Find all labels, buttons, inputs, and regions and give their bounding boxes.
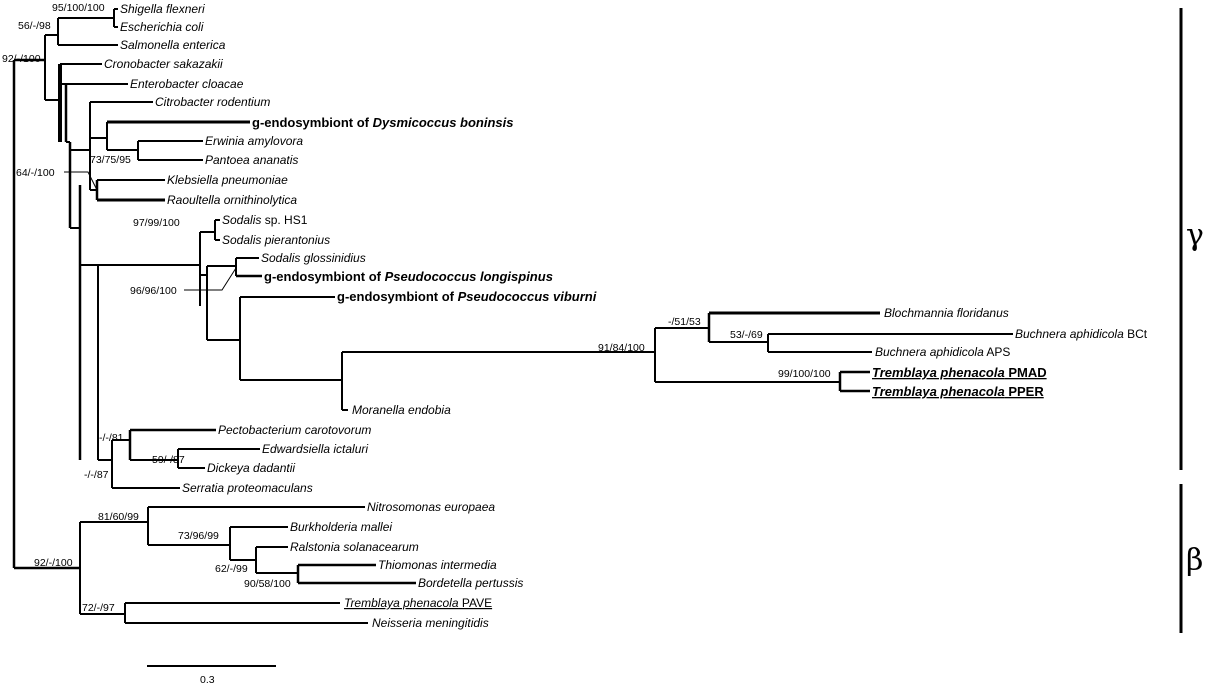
beta-label: β <box>1186 543 1203 578</box>
taxon-label: Shigella flexneri <box>120 2 205 16</box>
taxon-label: Buchnera aphidicola APS <box>875 345 1010 359</box>
taxon-label: g-endosymbiont of Pseudococcus viburni <box>337 289 597 304</box>
taxon-label: Salmonella enterica <box>120 38 226 52</box>
taxon-label: Dickeya dadantii <box>207 461 295 475</box>
taxon-label: Enterobacter cloacae <box>130 77 244 91</box>
support-value: -/-/87 <box>84 469 109 481</box>
taxon-label: g-endosymbiont of Pseudococcus longispin… <box>264 269 553 284</box>
support-value: 64/-/100 <box>16 167 55 179</box>
taxon-label: Nitrosomonas europaea <box>367 500 495 514</box>
scale-bar-label: 0.3 <box>200 674 215 686</box>
clade-brackets: γ β <box>1179 8 1204 633</box>
support-value: 56/-/98 <box>18 20 51 32</box>
support-value: 92/-/100 <box>2 53 41 65</box>
support-value: -/-/81 <box>99 432 124 444</box>
taxon-label: Erwinia amylovora <box>205 134 303 148</box>
taxon-label: Thiomonas intermedia <box>378 558 497 572</box>
taxon-label: Raoultella ornithinolytica <box>167 193 297 207</box>
tree-branches <box>12 8 1013 624</box>
support-value: 62/-/99 <box>215 563 248 575</box>
taxon-label: Klebsiella pneumoniae <box>167 173 288 187</box>
taxon-labels: Shigella flexneri Escherichia coli Salmo… <box>104 2 1148 630</box>
support-value: 81/60/99 <box>98 511 139 523</box>
taxon-label: Tremblaya phenacola PAVE <box>344 596 492 610</box>
support-values: 95/100/100 56/-/98 92/-/100 73/75/95 64/… <box>2 2 831 614</box>
support-value: 92/-/100 <box>34 557 73 569</box>
taxon-label: Escherichia coli <box>120 20 204 34</box>
taxon-label: Citrobacter rodentium <box>155 95 270 109</box>
taxon-label: Bordetella pertussis <box>418 576 523 590</box>
taxon-label: Pantoea ananatis <box>205 153 298 167</box>
taxon-label: Edwardsiella ictaluri <box>262 442 368 456</box>
taxon-label: g-endosymbiont of Dysmicoccus boninsis <box>252 115 514 130</box>
taxon-label: Ralstonia solanacearum <box>290 540 419 554</box>
support-value: 53/-/69 <box>730 329 763 341</box>
taxon-label: Burkholderia mallei <box>290 520 392 534</box>
support-value: 59/-/87 <box>152 454 185 466</box>
support-value: 97/99/100 <box>133 217 180 229</box>
support-value: 99/100/100 <box>778 368 831 380</box>
taxon-label: Pectobacterium carotovorum <box>218 423 371 437</box>
taxon-label: Neisseria meningitidis <box>372 616 489 630</box>
taxon-label: Tremblaya phenacola PPER <box>872 384 1044 399</box>
support-value: 90/58/100 <box>244 578 291 590</box>
taxon-label: Sodalis sp. HS1 <box>222 213 308 227</box>
support-value: 91/84/100 <box>598 342 645 354</box>
taxon-label: Buchnera aphidicola BCt <box>1015 327 1148 341</box>
support-value: 72/-/97 <box>82 602 115 614</box>
support-value: 95/100/100 <box>52 2 105 14</box>
taxon-label: Sodalis pierantonius <box>222 233 330 247</box>
support-value: 73/75/95 <box>90 154 131 166</box>
scale-bar: 0.3 <box>147 665 276 686</box>
taxon-label: Cronobacter sakazakii <box>104 57 223 71</box>
taxon-label: Serratia proteomaculans <box>182 481 313 495</box>
taxon-label: Blochmannia floridanus <box>884 306 1009 320</box>
leader-line-96 <box>184 267 237 291</box>
gamma-label: γ <box>1186 218 1204 253</box>
taxon-label: Tremblaya phenacola PMAD <box>872 365 1047 380</box>
support-value: 73/96/99 <box>178 530 219 542</box>
support-value: -/51/53 <box>668 316 701 328</box>
support-value: 96/96/100 <box>130 285 177 297</box>
taxon-label: Moranella endobia <box>352 403 451 417</box>
taxon-label: Sodalis glossinidius <box>261 251 366 265</box>
leader-line-64 <box>64 171 98 191</box>
